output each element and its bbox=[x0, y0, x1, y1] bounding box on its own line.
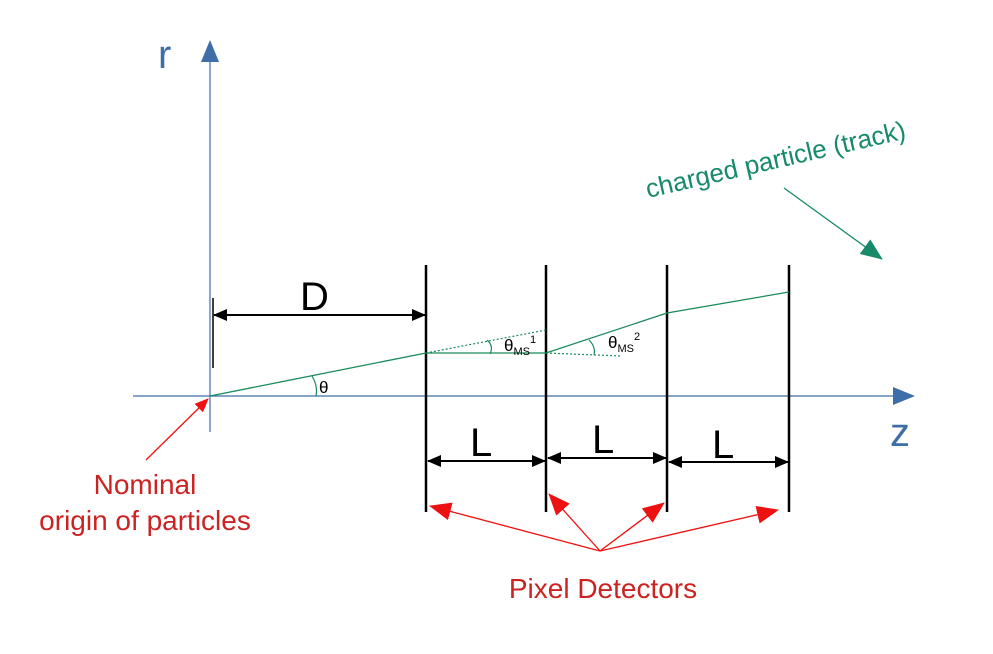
origin-annotation-arrow bbox=[145, 398, 209, 461]
track-extrapolation-2 bbox=[545, 352, 623, 357]
spacing-L-label-2: L bbox=[592, 418, 614, 462]
detectors-arrow-2 bbox=[548, 493, 601, 552]
theta-label: θ bbox=[319, 378, 328, 397]
spacing-L-label-1: L bbox=[470, 421, 492, 465]
origin-annotation-line2: origin of particles bbox=[39, 505, 251, 536]
theta-ms1-arc bbox=[486, 339, 493, 355]
distance-D: D bbox=[212, 275, 426, 368]
detectors-annotation: Pixel Detectors bbox=[429, 493, 779, 604]
theta-ms2-base: θ bbox=[608, 333, 617, 352]
theta-ms1-sup: 1 bbox=[530, 334, 536, 346]
detector-planes bbox=[424, 265, 791, 512]
z-axis-label: z bbox=[890, 411, 910, 455]
r-axis: r bbox=[158, 33, 219, 432]
detectors-arrow-1 bbox=[429, 502, 601, 552]
track-line bbox=[209, 291, 790, 397]
theta-ms1-base: θ bbox=[504, 336, 513, 355]
distance-D-label: D bbox=[300, 275, 329, 319]
theta-ms1-label: θMS1 bbox=[504, 334, 536, 358]
z-axis: z bbox=[133, 387, 915, 455]
r-axis-arrowhead bbox=[201, 40, 219, 62]
track-annotation-arrow bbox=[783, 187, 883, 260]
particle-track bbox=[209, 291, 790, 397]
theta-ms2-sup: 2 bbox=[634, 331, 640, 343]
r-axis-label: r bbox=[158, 33, 171, 77]
spacing-L: L L L bbox=[427, 418, 789, 468]
detectors-arrow-4 bbox=[599, 505, 779, 552]
z-axis-arrowhead bbox=[893, 387, 915, 405]
detectors-annotation-label: Pixel Detectors bbox=[509, 573, 697, 604]
track-annotation-label: charged particle (track) bbox=[643, 115, 909, 204]
theta-ms1-sub: MS bbox=[513, 346, 530, 358]
angle-arcs: θ θMS1 θMS2 bbox=[311, 331, 640, 397]
theta-ms2-sub: MS bbox=[617, 343, 634, 355]
detectors-arrow-3 bbox=[599, 502, 665, 552]
track-annotation: charged particle (track) bbox=[643, 115, 909, 260]
track-extrapolation-1 bbox=[425, 329, 547, 354]
origin-annotation: Nominal origin of particles bbox=[39, 398, 251, 536]
theta-ms2-label: θMS2 bbox=[608, 331, 640, 355]
origin-annotation-line1: Nominal bbox=[94, 469, 197, 500]
spacing-L-label-3: L bbox=[712, 423, 734, 467]
theta-ms2-arc bbox=[588, 339, 596, 356]
theta-arc bbox=[311, 375, 318, 397]
